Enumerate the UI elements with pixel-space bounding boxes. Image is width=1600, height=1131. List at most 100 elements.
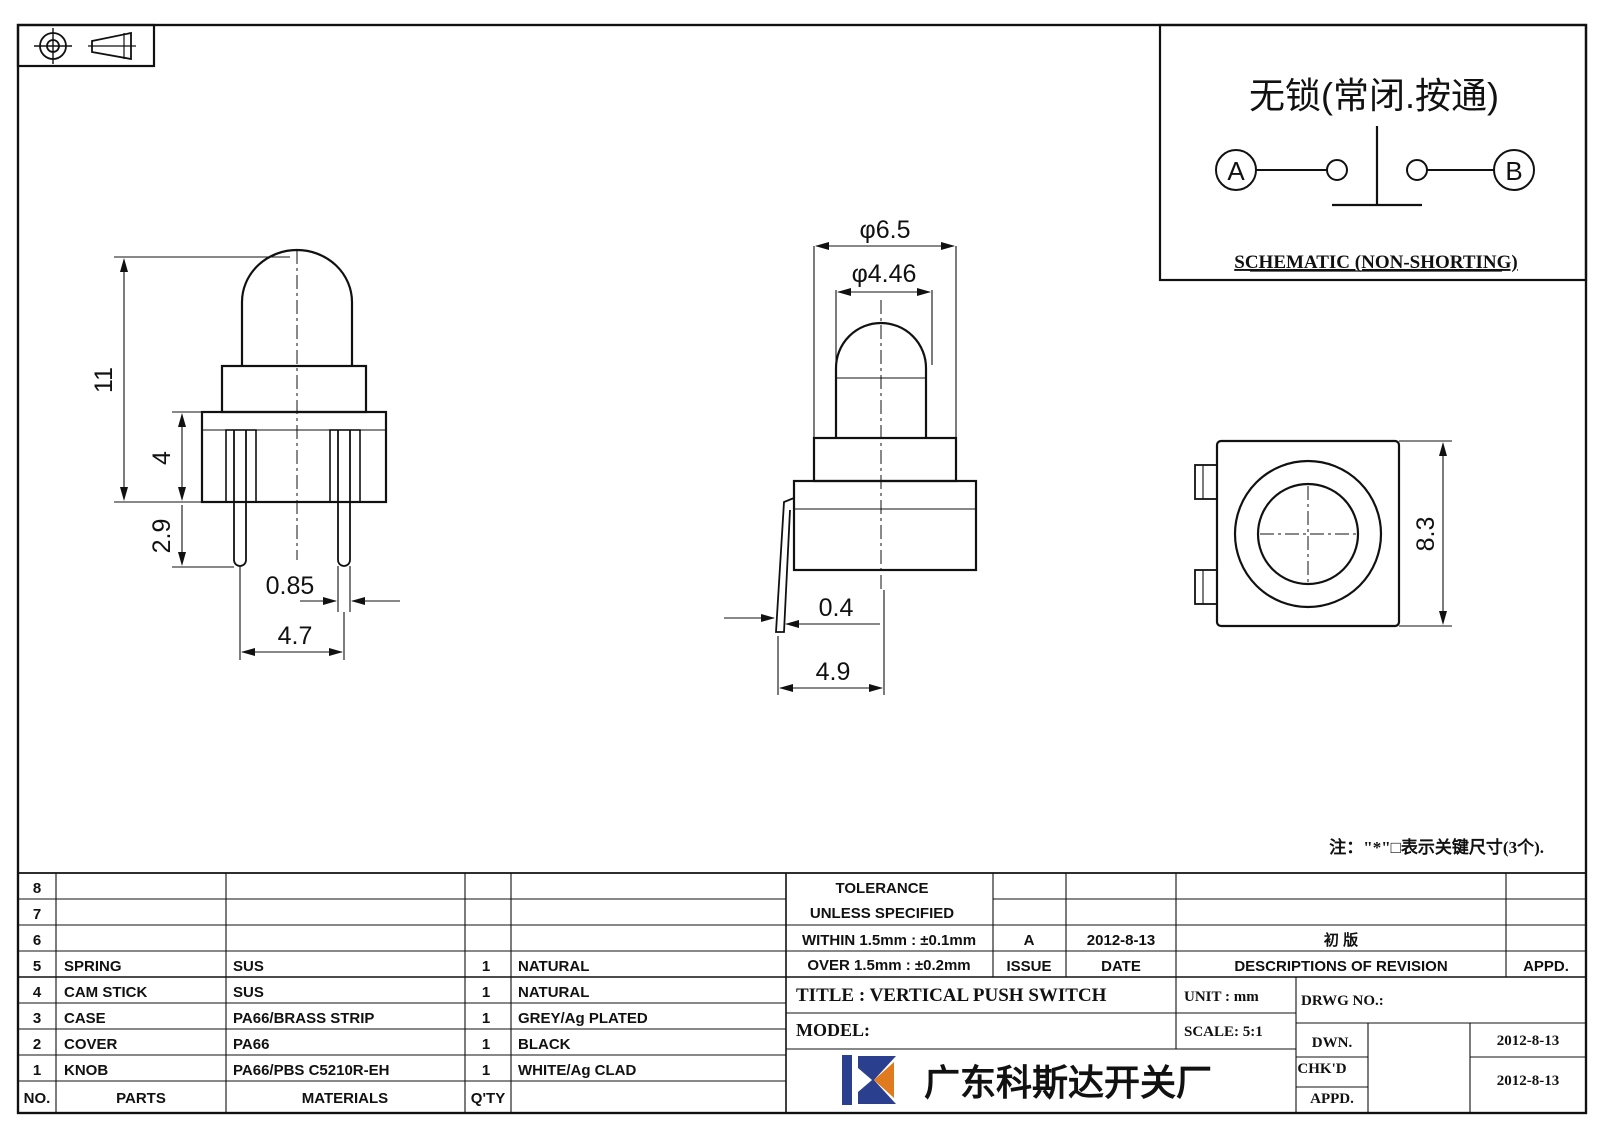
row-part: CASE (64, 1010, 106, 1027)
terminal-b-circle (1493, 149, 1535, 191)
appd-label: APPD. (1310, 1091, 1354, 1107)
model-label: MODEL: (796, 1020, 870, 1040)
row-no: 2 (33, 1036, 41, 1053)
knob-front (834, 321, 928, 438)
tolerance-line3: WITHIN 1.5mm : ±0.1mm (802, 932, 976, 949)
note: 注："*"□表示关键尺寸(3个). (1329, 837, 1544, 857)
row-material: PA66/BRASS STRIP (233, 1010, 374, 1027)
row-part: SPRING (64, 958, 122, 975)
row-finish: WHITE/Ag CLAD (518, 1062, 636, 1079)
row-no: 1 (33, 1062, 41, 1079)
schematic-caption: SCHEMATIC (NON-SHORTING) (1234, 252, 1517, 273)
row-material: PA66/PBS C5210R-EH (233, 1062, 389, 1079)
scale-label: SCALE: 5:1 (1184, 1024, 1263, 1040)
header-qty: Q'TY (471, 1090, 505, 1107)
row-finish: GREY/Ag PLATED (518, 1010, 648, 1027)
description-label: DESCRIPTIONS OF REVISION (1234, 958, 1447, 975)
row-no: 3 (33, 1010, 41, 1027)
drawing-title: TITLE : VERTICAL PUSH SWITCH (796, 985, 1107, 1006)
dim-inner-dia: φ4.46 (852, 260, 917, 288)
row-part: KNOB (64, 1062, 108, 1079)
row-material: SUS (233, 958, 264, 975)
dim-outer-dia: φ6.5 (860, 216, 911, 244)
row-finish: BLACK (518, 1036, 571, 1053)
tolerance-line4: OVER 1.5mm : ±0.2mm (807, 957, 970, 974)
contact-left (1326, 159, 1348, 181)
top-body (1215, 439, 1401, 628)
top-knob (1256, 482, 1360, 586)
bent-lead (775, 497, 795, 633)
dim-width-4-9: 4.9 (816, 658, 851, 686)
dim-body-4: 4 (148, 451, 176, 465)
dwn-label: DWN. (1312, 1035, 1353, 1051)
left-pin (233, 430, 247, 567)
row-qty: 1 (482, 1036, 490, 1053)
right-pin (337, 430, 351, 567)
row-no: 7 (33, 906, 41, 923)
drwg-no-label: DRWG NO.: (1301, 993, 1384, 1009)
cover (220, 364, 368, 414)
row-finish: NATURAL (518, 984, 589, 1001)
row-qty: 1 (482, 958, 490, 975)
case (200, 410, 388, 504)
revision-description: 初 版 (1324, 931, 1358, 949)
unit-label: UNIT : mm (1184, 989, 1259, 1005)
row-part: COVER (64, 1036, 118, 1053)
row-qty: 1 (482, 984, 490, 1001)
row-part: CAM STICK (64, 984, 147, 1001)
date-label: DATE (1101, 958, 1141, 975)
knob (240, 248, 354, 366)
terminal-b-label: B (1505, 156, 1522, 186)
top-view: 8.3 (1194, 439, 1452, 628)
chkd-label: CHK'D (1297, 1061, 1346, 1077)
header-no: NO. (24, 1090, 51, 1107)
issue-label: ISSUE (1006, 958, 1051, 975)
terminal-a-label: A (1227, 156, 1245, 186)
revision-appd-label: APPD. (1523, 958, 1569, 975)
revision-date: 2012-8-13 (1087, 932, 1155, 949)
dim-pin-width-0-85: 0.85 (266, 572, 315, 600)
case-front (792, 479, 978, 572)
dwn-date: 2012-8-13 (1497, 1033, 1560, 1049)
projection-cone-symbol (88, 31, 136, 61)
schematic-box: 无锁(常闭.按通) A B SCHEMATIC (NON-SHORTING) (1158, 23, 1588, 282)
row-qty: 1 (482, 1010, 490, 1027)
header-parts: PARTS (116, 1090, 166, 1107)
row-no: 8 (33, 880, 41, 897)
cover-front (812, 436, 958, 483)
header-materials: MATERIALS (302, 1090, 388, 1107)
dim-height-11: 11 (90, 367, 118, 393)
dim-pitch-4-7: 4.7 (278, 622, 313, 650)
dim-lead-0-4: 0.4 (819, 594, 854, 622)
schematic-title: 无锁(常闭.按通) (1249, 75, 1499, 116)
dim-size-8-3: 8.3 (1412, 517, 1440, 552)
row-qty: 1 (482, 1062, 490, 1079)
title-block: TITLE : VERTICAL PUSH SWITCH UNIT : mm D… (786, 977, 1586, 1113)
front-view: φ6.5 φ4.46 0.4 4.9 (724, 216, 978, 695)
row-no: 4 (33, 984, 42, 1001)
tolerance-line2: UNLESS SPECIFIED (810, 905, 954, 922)
row-material: PA66 (233, 1036, 269, 1053)
projection-symbol-box (16, 23, 156, 68)
top-outer-ring (1233, 459, 1383, 609)
side-view: 11 4 2.9 0.85 4.7 (90, 248, 400, 660)
dim-pin-2-9: 2.9 (148, 519, 176, 554)
row-no: 5 (33, 958, 41, 975)
tolerance-line1: TOLERANCE (835, 880, 928, 897)
company-logo (842, 1055, 896, 1105)
top-terminal-upper (1194, 464, 1218, 500)
revision-block: TOLERANCE UNLESS SPECIFIED WITHIN 1.5mm … (786, 873, 1586, 977)
top-terminal-lower (1194, 569, 1218, 605)
right-pin-slot (329, 429, 361, 503)
parts-table: 8 7 6 5 4 3 2 1 SPRING CAM STICK CASE CO… (18, 872, 1586, 1113)
row-no: 6 (33, 932, 41, 949)
row-material: SUS (233, 984, 264, 1001)
left-pin-slot (225, 429, 257, 503)
position-target-symbol (34, 28, 72, 64)
chk-date: 2012-8-13 (1497, 1073, 1560, 1089)
revision-issue: A (1024, 932, 1035, 949)
company-name: 广东科斯达开关厂 (924, 1062, 1212, 1103)
row-finish: NATURAL (518, 958, 589, 975)
contact-right (1406, 159, 1428, 181)
